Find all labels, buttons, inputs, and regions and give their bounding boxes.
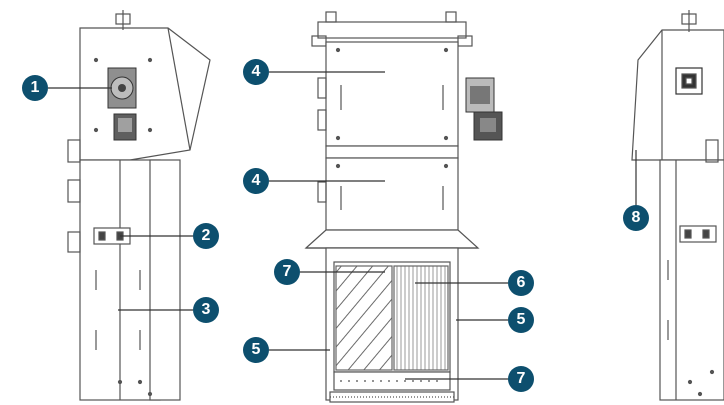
- callout-7-lower: 7: [508, 366, 534, 392]
- callout-3: 3: [193, 297, 219, 323]
- drive-motor: [465, 77, 503, 141]
- callout-4-lower: 4: [243, 168, 269, 194]
- gearbox: [107, 67, 137, 141]
- front-view-center: [304, 11, 480, 403]
- callout-2: 2: [193, 223, 219, 249]
- side-view-left: [67, 10, 211, 401]
- callout-6: 6: [508, 270, 534, 296]
- callout-5-left: 5: [243, 337, 269, 363]
- callout-7-upper: 7: [274, 259, 300, 285]
- callout-8: 8: [623, 205, 649, 231]
- callout-5-right: 5: [508, 307, 534, 333]
- leader-lines: [48, 71, 637, 380]
- side-view-right: [631, 10, 724, 401]
- callout-1: 1: [22, 75, 48, 101]
- callout-4-upper: 4: [243, 59, 269, 85]
